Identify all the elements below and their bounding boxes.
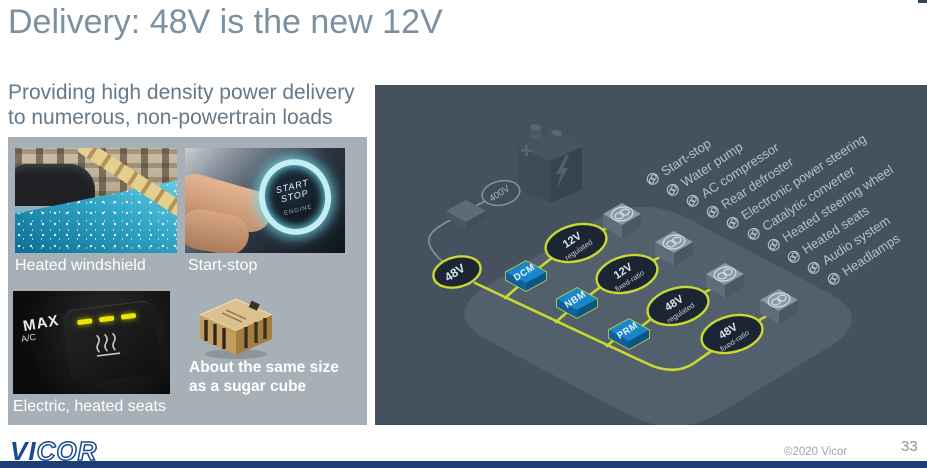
power-module-image <box>198 298 274 359</box>
load-cube <box>706 263 744 298</box>
engine-text: ENGINE <box>283 203 314 217</box>
photo-label-heated-windshield: Heated windshield <box>15 257 146 274</box>
heated-windshield-photo <box>15 148 177 253</box>
node-48v-source: 48V <box>432 255 482 289</box>
photo-label-start-stop: Start-stop <box>188 257 258 274</box>
max-text: MAX <box>21 311 61 336</box>
load-item: Heated seats <box>784 202 871 266</box>
load-icon <box>787 250 800 263</box>
page-title: Delivery: 48V is the new 12V <box>8 3 443 41</box>
power-diagram: 400V DCM <box>428 124 853 427</box>
subtitle-line1: Providing high density power delivery <box>8 81 355 104</box>
converter-dcm: DCM <box>505 260 547 292</box>
load-cube <box>760 289 798 324</box>
load-icon <box>747 227 760 240</box>
module-caption-line2: as a sugar cube <box>189 378 307 395</box>
load-item: Heated steering wheel <box>764 161 896 254</box>
hv-connector <box>446 200 486 229</box>
load-cubes <box>603 203 798 324</box>
subtitle-line2: to numerous, non-powertrain loads <box>8 106 333 129</box>
node-48v-regulated: 48V regulated <box>646 285 710 327</box>
battery-icon <box>518 124 582 203</box>
heated-seats-photo: MAX A/C <box>13 291 170 394</box>
load-item: AC compressor <box>683 139 781 210</box>
bolt-glyph <box>556 155 569 188</box>
load-item: Audio system <box>804 212 893 277</box>
module-caption: About the same size as a sugar cube <box>189 358 339 396</box>
converter-nbm: NBM <box>556 287 598 319</box>
load-item: Headlamps <box>824 230 902 288</box>
node-48v-fixed-ratio: 48V fixed-ratio <box>700 313 764 355</box>
ac-text: A/C <box>20 331 37 345</box>
power-delivery-panel: 400V DCM <box>375 85 927 427</box>
start-stop-button: START STOP ENGINE <box>250 151 340 243</box>
copyright-text: ©2020 Vicor <box>784 446 848 458</box>
load-cube <box>655 231 693 266</box>
load-item: Electronic power steering <box>723 130 869 232</box>
load-icon <box>686 194 699 207</box>
load-icon <box>726 216 739 229</box>
load-item: Water pump <box>663 139 745 199</box>
load-item: Catalytic converter <box>744 162 857 243</box>
seat-heater-button <box>61 299 163 385</box>
seat-heater-icon <box>96 333 121 357</box>
load-icon <box>666 183 679 196</box>
load-icon <box>706 205 719 218</box>
node-400v: 400V <box>481 179 521 207</box>
load-item: Rear defroster <box>703 154 796 221</box>
led-indicators <box>77 312 137 326</box>
converter-prm: PRM <box>608 318 650 350</box>
node-12v-fixed-ratio: 12V fixed-ratio <box>595 253 659 295</box>
load-icon <box>807 261 820 274</box>
corner-tick <box>918 0 927 3</box>
load-icon <box>646 172 659 185</box>
load-cube <box>603 203 641 238</box>
subtitle: Providing high density power delivery to… <box>8 80 355 130</box>
car-silhouette <box>15 164 95 206</box>
photo-label-heated-seats: Electric, heated seats <box>13 398 166 415</box>
start-stop-photo: START STOP ENGINE <box>185 148 345 253</box>
bottom-accent-bar <box>0 461 927 468</box>
module-caption-line1: About the same size <box>189 359 339 376</box>
gallery-panel: Heated windshield START STOP ENGINE Star… <box>8 137 367 425</box>
page-number: 33 <box>901 438 918 455</box>
load-icon <box>767 238 780 251</box>
load-item: Start-stop <box>643 135 713 188</box>
node-12v-regulated: 12V regulated <box>544 222 608 264</box>
load-icon <box>827 272 840 285</box>
